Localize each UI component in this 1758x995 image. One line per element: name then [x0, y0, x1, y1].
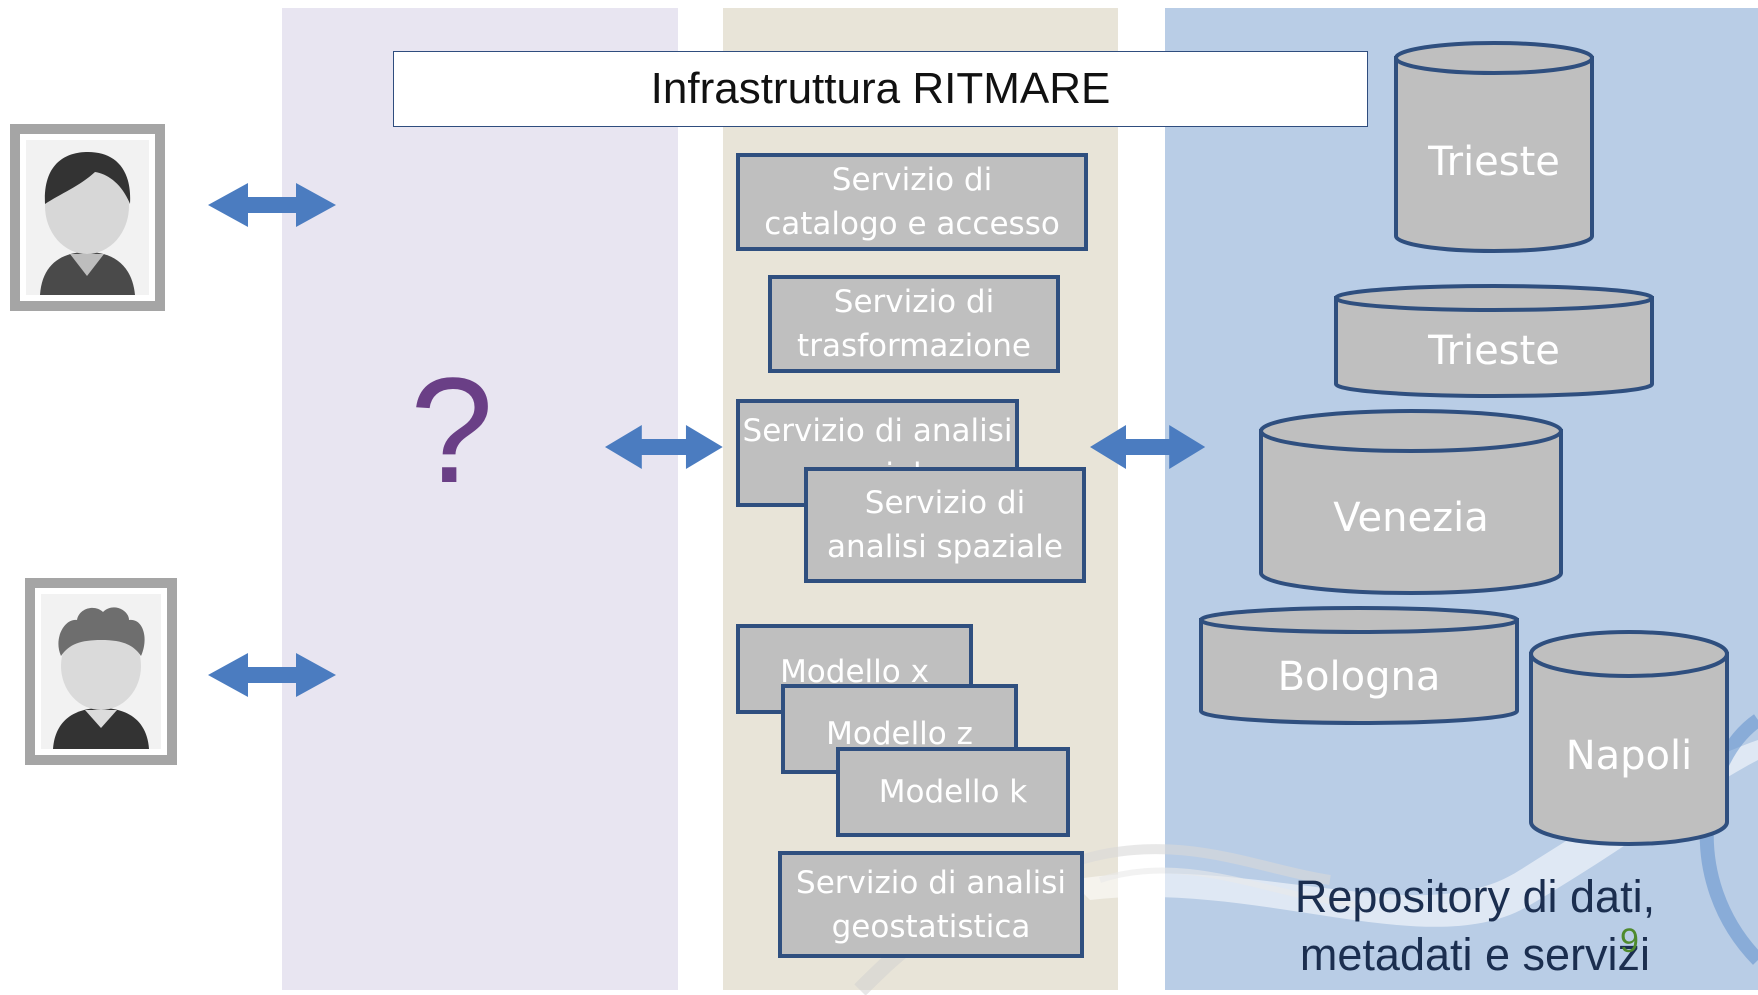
service-catalogo-box: Servizio di catalogo e accesso — [736, 153, 1088, 251]
service-analisi-spaziale-box: Servizio di analisi spaziale — [804, 467, 1086, 583]
repo-label: Venezia — [1333, 495, 1488, 541]
service-label: Servizio di analisi spaziale — [827, 485, 1063, 565]
service-geostatistica-box: Servizio di analisi geostatistica — [778, 851, 1084, 958]
page-number: 9 — [1620, 922, 1639, 960]
user-female-icon — [10, 124, 165, 311]
service-label: Servizio di catalogo e accesso — [764, 162, 1060, 242]
database-cylinder-trieste-1: Trieste — [1394, 41, 1594, 253]
model-label: Modello z — [826, 716, 973, 752]
repo-label: Napoli — [1566, 733, 1693, 779]
question-mark: ? — [410, 346, 494, 514]
database-cylinder-napoli: Napoli — [1529, 630, 1729, 846]
service-trasformazione-box: Servizio di trasformazione — [768, 275, 1060, 373]
model-label: Modello k — [878, 774, 1028, 810]
database-cylinder-venezia: Venezia — [1259, 409, 1563, 595]
repo-label: Bologna — [1278, 654, 1441, 700]
database-cylinder-trieste-2: Trieste — [1334, 284, 1654, 398]
service-label: Servizio di analisi geostatistica — [796, 864, 1066, 945]
database-cylinder-bologna: Bologna — [1199, 606, 1519, 725]
client-column — [282, 8, 678, 990]
diagram-title: Infrastruttura RITMARE — [393, 51, 1368, 127]
modello-k-box: Modello k — [836, 747, 1070, 837]
repo-label: Trieste — [1427, 139, 1560, 185]
repo-label: Trieste — [1427, 328, 1560, 374]
service-label: Servizio di trasformazione — [797, 284, 1031, 364]
repository-caption: Repository di dati, metadati e servizi — [1294, 871, 1656, 980]
user-male-icon — [25, 578, 177, 765]
